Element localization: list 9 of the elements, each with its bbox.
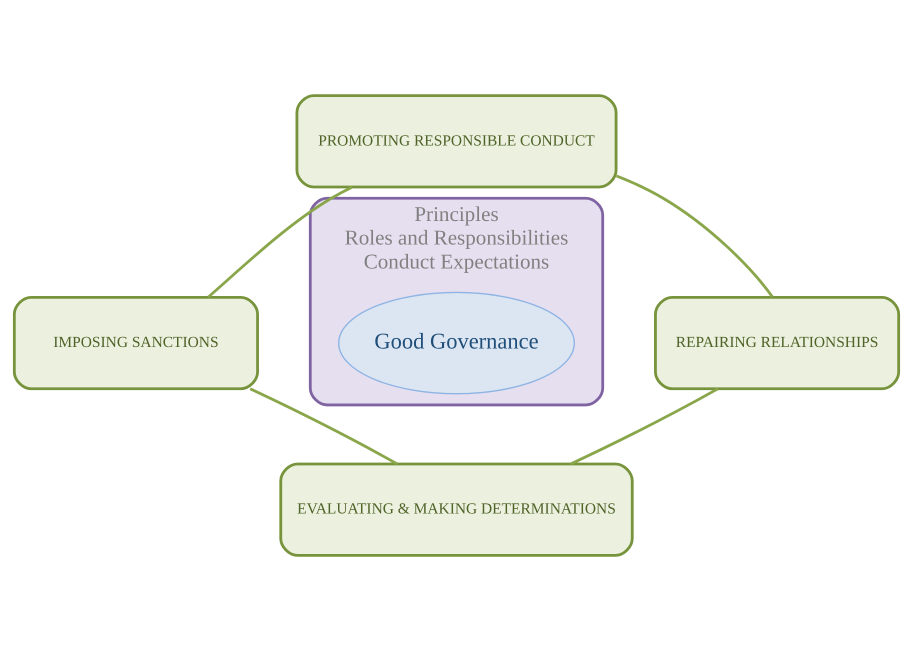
node-box: PROMOTING RESPONSIBLE CONDUCT (296, 94, 618, 188)
connector (616, 174, 774, 298)
node-box: IMPOSING SANCTIONS (12, 296, 259, 390)
connector (207, 186, 353, 298)
node-box: REPAIRING RELATIONSHIPS (654, 296, 900, 390)
node-box: EVALUATING & MAKING DETERMINATIONS (279, 462, 634, 557)
node-ellipse: Good Governance (338, 292, 575, 394)
connector (570, 388, 719, 466)
connector (250, 388, 398, 466)
